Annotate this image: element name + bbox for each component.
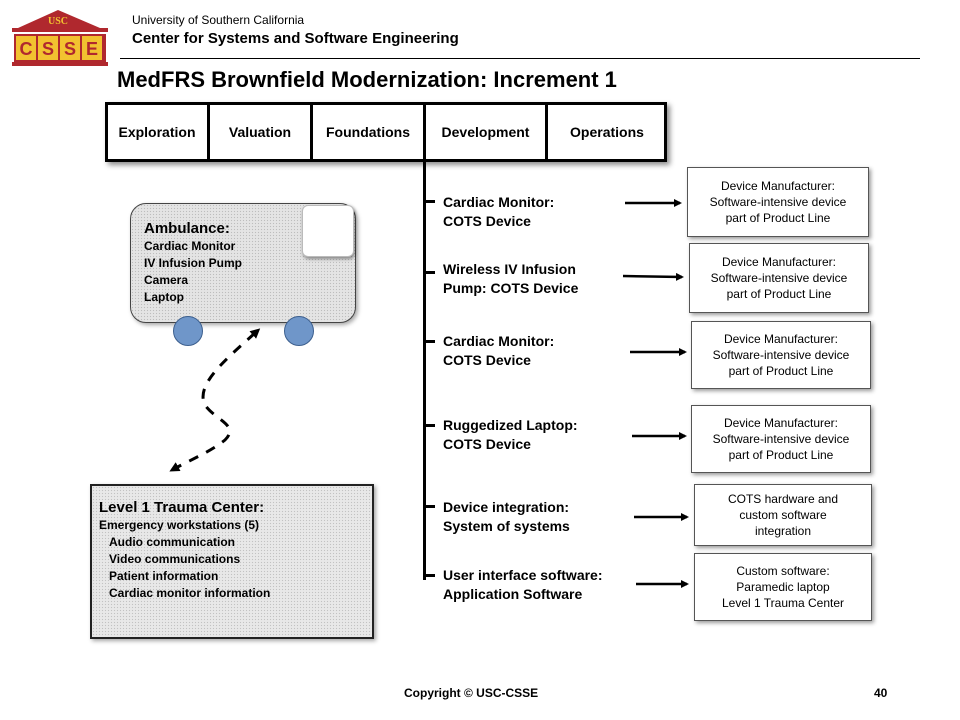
outcome-box: Device Manufacturer: Software-intensive … <box>689 243 869 313</box>
item-user-interface-software: User interface software: Application Sof… <box>443 567 603 602</box>
outcome-box: COTS hardware and custom software integr… <box>694 484 872 546</box>
trauma-line: Video communications <box>109 552 241 566</box>
university-name: University of Southern California <box>132 13 305 27</box>
phase-foundations: Foundations <box>326 124 410 140</box>
ambulance-line: Cardiac Monitor <box>144 239 236 253</box>
phase-divider <box>207 102 210 162</box>
ambulance-text: Ambulance: Cardiac Monitor IV Infusion P… <box>144 220 242 306</box>
outcome-box: Custom software: Paramedic laptop Level … <box>694 553 872 621</box>
phase-divider <box>545 102 548 162</box>
ambulance-title: Ambulance: <box>144 220 230 237</box>
svg-text:USC: USC <box>48 16 68 27</box>
phase-exploration: Exploration <box>118 124 196 140</box>
outcome-box: Device Manufacturer: Software-intensive … <box>687 167 869 237</box>
phase-operations: Operations <box>570 124 644 140</box>
item-connector <box>423 424 435 427</box>
phase-divider <box>310 102 313 162</box>
communication-link <box>169 328 261 472</box>
phase-divider <box>423 102 426 162</box>
trauma-line: Patient information <box>109 569 219 583</box>
svg-text:E: E <box>86 39 98 59</box>
copyright: Copyright © USC-CSSE <box>404 686 539 700</box>
item-connector <box>423 574 435 577</box>
item-connector <box>423 200 435 203</box>
ambulance-wheel <box>284 316 314 346</box>
phase-development: Development <box>441 124 530 140</box>
phase-valuation: Valuation <box>228 124 292 140</box>
ambulance-line: Laptop <box>144 290 184 304</box>
page-number: 40 <box>874 686 888 700</box>
svg-text:C: C <box>20 39 33 59</box>
item-connector <box>423 271 435 274</box>
item-device-integration: Device integration: System of systems <box>443 499 570 534</box>
item-cardiac-monitor-1: Cardiac Monitor: COTS Device <box>443 194 555 229</box>
svg-text:S: S <box>64 39 76 59</box>
header-divider <box>120 58 920 59</box>
item-ruggedized-laptop: Ruggedized Laptop: COTS Device <box>443 417 578 452</box>
trauma-line: Cardiac monitor information <box>109 586 271 600</box>
trauma-center-box <box>90 484 374 639</box>
trauma-title: Level 1 Trauma Center: <box>99 499 265 516</box>
item-cardiac-monitor-2: Cardiac Monitor: COTS Device <box>443 333 555 368</box>
ambulance-window <box>302 205 354 257</box>
item-connector <box>423 340 435 343</box>
ambulance-wheel <box>173 316 203 346</box>
slide-title: MedFRS Brownfield Modernization: Increme… <box>117 67 617 92</box>
usc-csse-logo: USC C S S E <box>12 10 108 66</box>
item-connector <box>423 505 435 508</box>
trauma-subtitle: Emergency workstations (5) <box>99 518 260 532</box>
phase-bar <box>105 102 667 162</box>
trauma-center-text: Level 1 Trauma Center: Emergency worksta… <box>99 499 270 602</box>
development-timeline <box>423 162 426 580</box>
svg-text:S: S <box>42 39 54 59</box>
outcome-box: Device Manufacturer: Software-intensive … <box>691 405 871 473</box>
center-name: Center for Systems and Software Engineer… <box>132 30 459 47</box>
outcome-box: Device Manufacturer: Software-intensive … <box>691 321 871 389</box>
ambulance-line: IV Infusion Pump <box>144 256 242 270</box>
item-wireless-iv-pump: Wireless IV Infusion Pump: COTS Device <box>443 261 579 296</box>
ambulance-line: Camera <box>144 273 189 287</box>
arrow-right <box>622 272 684 281</box>
trauma-line: Audio communication <box>109 535 235 549</box>
